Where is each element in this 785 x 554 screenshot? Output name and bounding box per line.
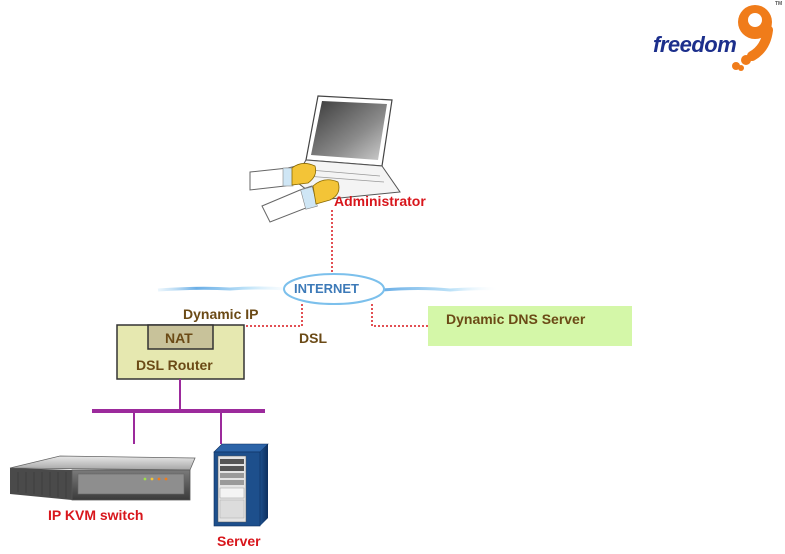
dsl-router-label: DSL Router xyxy=(136,357,213,373)
administrator-label: Administrator xyxy=(334,193,426,209)
link-internet-dns xyxy=(372,304,428,326)
server-label: Server xyxy=(217,533,261,549)
dsl-label: DSL xyxy=(299,330,327,346)
dns-server-label: Dynamic DNS Server xyxy=(446,311,585,327)
nat-label: NAT xyxy=(165,330,193,346)
internet-label: INTERNET xyxy=(294,281,359,296)
tower-server-icon xyxy=(214,444,268,526)
rack-switch-icon xyxy=(10,456,195,500)
lan-bus xyxy=(92,379,265,444)
kvm-switch-label: IP KVM switch xyxy=(48,507,143,523)
dynamic-ip-label: Dynamic IP xyxy=(183,306,258,322)
